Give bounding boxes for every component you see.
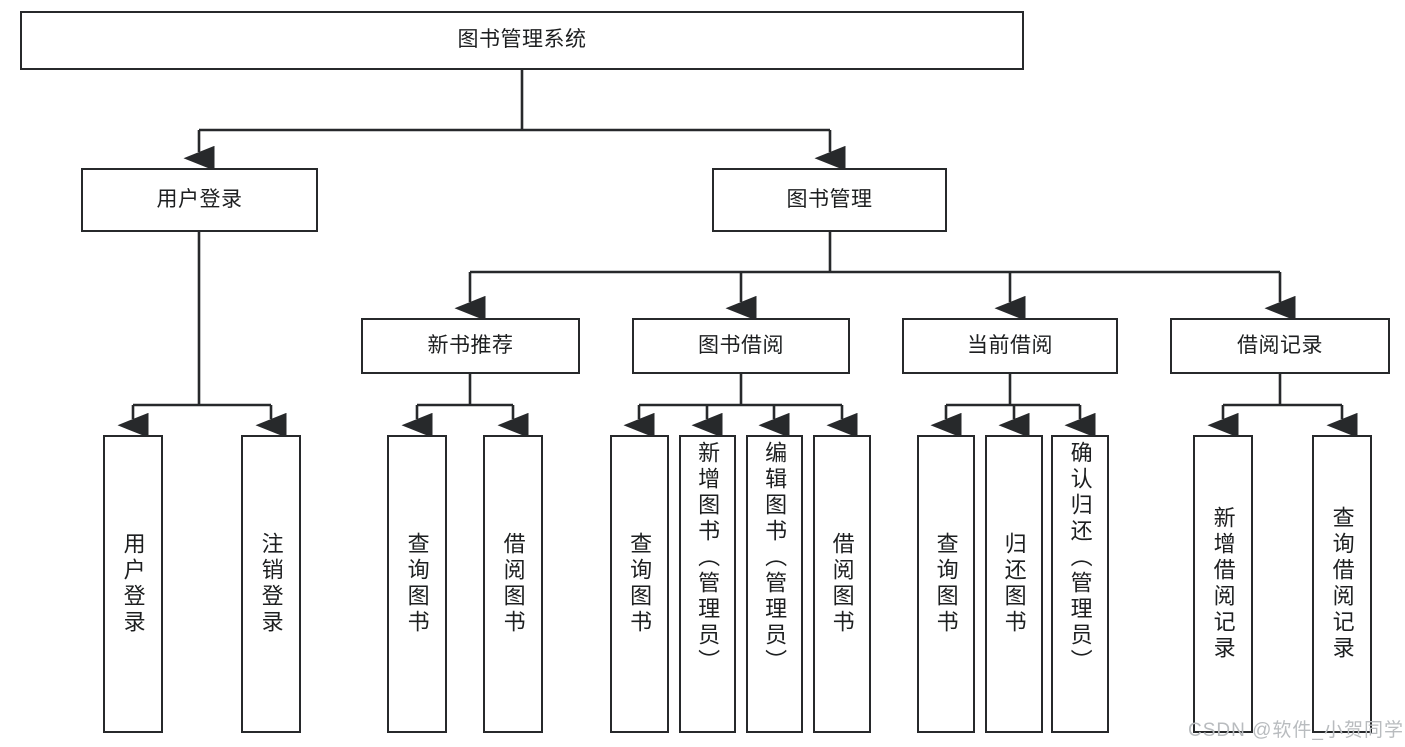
node-current-borrow-label: 当前借阅: [967, 333, 1053, 357]
node-leaf-query-borrow-record-label: 查询借阅记录: [1329, 506, 1355, 662]
node-borrow-record[interactable]: 借阅记录: [1170, 318, 1390, 374]
node-user-login[interactable]: 用户登录: [81, 168, 318, 232]
node-leaf-user-login[interactable]: 用户登录: [103, 435, 163, 733]
node-leaf-user-login-label: 用户登录: [120, 532, 146, 636]
node-leaf-user-logout-label: 注销登录: [258, 532, 284, 636]
node-leaf-borrow-book-2[interactable]: 借阅图书: [813, 435, 871, 733]
node-leaf-query-book-1[interactable]: 查询图书: [387, 435, 447, 733]
node-user-login-label: 用户登录: [156, 187, 243, 211]
node-new-book-recommend[interactable]: 新书推荐: [361, 318, 580, 374]
node-leaf-query-book-3-label: 查询图书: [933, 532, 959, 636]
node-leaf-borrow-book-1-label: 借阅图书: [500, 532, 526, 636]
node-leaf-query-borrow-record[interactable]: 查询借阅记录: [1312, 435, 1372, 733]
node-leaf-return-book-label: 归还图书: [1001, 532, 1027, 636]
node-leaf-return-book[interactable]: 归还图书: [985, 435, 1043, 733]
node-leaf-add-borrow-record-label: 新增借阅记录: [1210, 506, 1236, 662]
node-leaf-query-book-1-label: 查询图书: [404, 532, 430, 636]
node-book-management[interactable]: 图书管理: [712, 168, 947, 232]
node-root[interactable]: 图书管理系统: [20, 11, 1024, 70]
node-leaf-query-book-2-label: 查询图书: [627, 532, 653, 636]
node-leaf-user-logout[interactable]: 注销登录: [241, 435, 301, 733]
node-leaf-confirm-return-admin[interactable]: 确认归还（管理员）: [1051, 435, 1109, 733]
node-book-borrow[interactable]: 图书借阅: [632, 318, 850, 374]
node-leaf-edit-book-admin-label: 编辑图书（管理员）: [762, 441, 788, 675]
node-leaf-query-book-3[interactable]: 查询图书: [917, 435, 975, 733]
node-borrow-record-label: 借阅记录: [1237, 333, 1323, 357]
node-root-label: 图书管理系统: [457, 28, 587, 52]
node-current-borrow[interactable]: 当前借阅: [902, 318, 1118, 374]
node-new-book-recommend-label: 新书推荐: [427, 333, 514, 357]
node-book-management-label: 图书管理: [786, 187, 873, 211]
node-leaf-confirm-return-admin-label: 确认归还（管理员）: [1067, 441, 1093, 675]
node-leaf-borrow-book-2-label: 借阅图书: [829, 532, 855, 636]
node-leaf-query-book-2[interactable]: 查询图书: [610, 435, 669, 733]
node-leaf-add-book-admin-label: 新增图书（管理员）: [695, 441, 721, 675]
node-leaf-add-book-admin[interactable]: 新增图书（管理员）: [679, 435, 736, 733]
node-leaf-borrow-book-1[interactable]: 借阅图书: [483, 435, 543, 733]
node-book-borrow-label: 图书借阅: [698, 333, 784, 357]
node-leaf-edit-book-admin[interactable]: 编辑图书（管理员）: [746, 435, 803, 733]
node-leaf-add-borrow-record[interactable]: 新增借阅记录: [1193, 435, 1253, 733]
